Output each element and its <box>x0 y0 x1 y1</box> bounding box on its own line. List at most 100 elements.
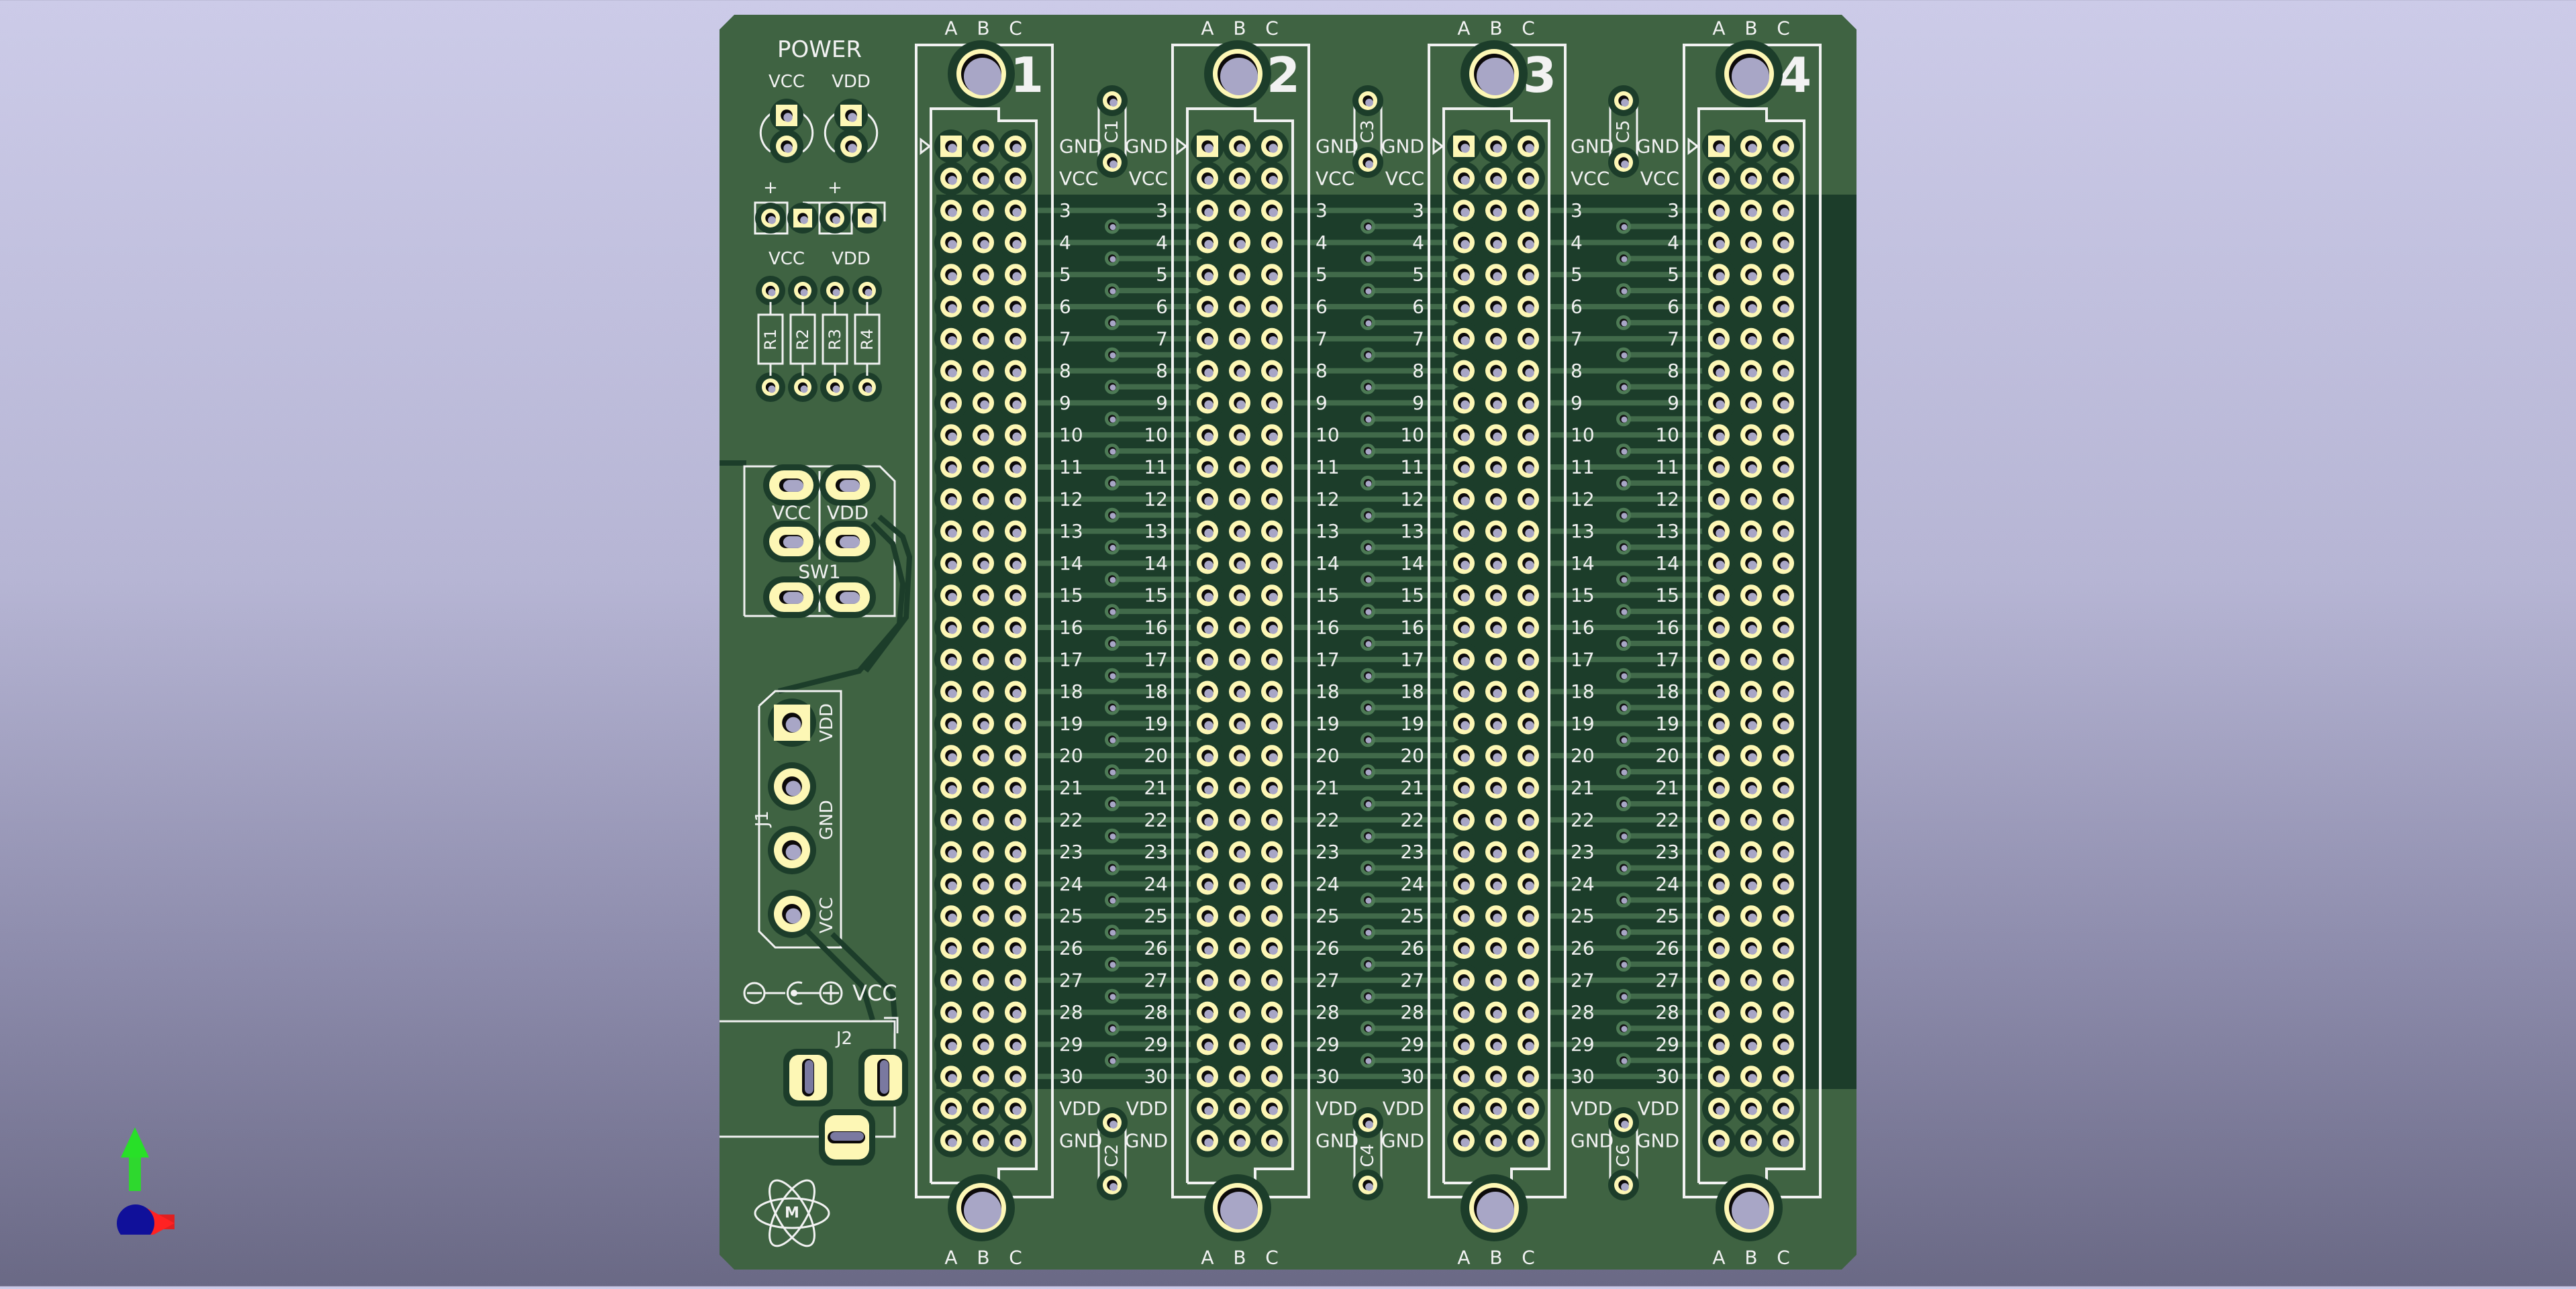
row-label: 16 <box>1144 617 1168 639</box>
round-pad <box>1767 995 1800 1029</box>
capacitor-C3[interactable]: C3 <box>1352 85 1383 178</box>
resistor-r1[interactable]: R1 <box>756 276 785 402</box>
round-pad <box>934 899 968 933</box>
round-pad <box>999 290 1032 323</box>
round-pad <box>967 418 1000 452</box>
round-pad <box>999 963 1032 997</box>
barrel-jack-j2[interactable]: J2 <box>720 1017 908 1166</box>
resistor-ref: R2 <box>793 329 812 350</box>
round-pad <box>1734 386 1768 420</box>
column-letter: A <box>1712 17 1725 40</box>
round-pad <box>1734 161 1768 195</box>
round-pad <box>934 674 968 709</box>
capacitor-C5[interactable]: C5 <box>1608 85 1639 178</box>
row-label: 5 <box>1667 264 1679 286</box>
row-label: 15 <box>1316 584 1340 607</box>
round-pad <box>1702 707 1736 741</box>
round-pad <box>1512 130 1545 163</box>
round-pad <box>1447 290 1481 323</box>
round-pad <box>934 450 968 484</box>
round-pad <box>1512 482 1545 516</box>
round-pad <box>1479 161 1513 195</box>
round-pad <box>1352 85 1383 116</box>
round-pad <box>1767 321 1800 356</box>
oval-pad <box>763 576 820 618</box>
column-number: 3 <box>1523 47 1556 103</box>
capacitor-C4[interactable]: C4 <box>1352 1107 1383 1200</box>
row-label: 22 <box>1059 809 1083 831</box>
row-label: 12 <box>1400 488 1424 510</box>
round-pad <box>934 161 968 195</box>
resistor-r2[interactable]: R2 <box>788 276 818 402</box>
round-pad <box>1734 418 1768 452</box>
round-pad <box>967 835 1000 869</box>
round-pad <box>1512 546 1545 580</box>
round-pad <box>1512 1123 1545 1157</box>
row-label: 27 <box>1571 969 1595 991</box>
led-vdd[interactable]: VDD <box>824 72 879 163</box>
row-label: 9 <box>1156 392 1168 414</box>
resistor-r3[interactable]: R3 <box>820 276 850 402</box>
row-label: VCC <box>1059 167 1098 189</box>
row-label: 4 <box>1156 231 1168 254</box>
round-pad <box>1191 193 1224 227</box>
round-pad <box>999 161 1032 195</box>
round-pad <box>1512 803 1545 837</box>
resistor-r4[interactable]: R4 <box>852 276 882 402</box>
row-label: 26 <box>1571 937 1595 960</box>
round-pad <box>1734 130 1768 163</box>
round-pad <box>999 835 1032 869</box>
row-label: VCC <box>1385 167 1424 189</box>
led-vcc[interactable]: VCC <box>759 72 814 163</box>
capacitor-C6[interactable]: C6 <box>1608 1107 1639 1200</box>
round-pad <box>1223 258 1256 292</box>
round-pad <box>1223 835 1256 869</box>
round-pad <box>1479 739 1513 773</box>
round-pad <box>999 1060 1032 1094</box>
round-pad <box>1447 611 1481 644</box>
round-pad <box>967 1027 1000 1062</box>
round-pad <box>999 931 1032 965</box>
round-pad <box>1702 867 1736 901</box>
round-pad <box>1447 867 1481 901</box>
switch-label: VDD <box>827 502 869 524</box>
row-label: 4 <box>1571 231 1583 254</box>
led-label: VDD <box>832 72 871 92</box>
round-pad <box>1512 611 1545 644</box>
round-pad <box>1767 514 1800 548</box>
round-pad <box>934 258 968 292</box>
round-pad <box>1447 739 1481 773</box>
logo-letter: M <box>785 1205 799 1222</box>
round-pad <box>820 276 850 305</box>
slot-pad <box>858 1049 908 1106</box>
round-pad <box>1479 771 1513 805</box>
capacitor-C1[interactable]: C1 <box>1097 85 1128 178</box>
round-pad <box>1447 1027 1481 1062</box>
row-label: 10 <box>1316 424 1340 446</box>
row-label: GND <box>1636 1129 1679 1151</box>
round-pad <box>1767 611 1800 644</box>
j1-pin-label: VDD <box>817 703 837 742</box>
round-pad <box>1097 1170 1128 1200</box>
row-label: 13 <box>1144 520 1168 542</box>
capacitor-C2[interactable]: C2 <box>1097 1107 1128 1200</box>
column-letter: C <box>1009 17 1022 40</box>
round-pad <box>820 372 850 402</box>
mounting-hole <box>948 1174 1015 1241</box>
round-pad <box>1512 418 1545 452</box>
row-label: 24 <box>1400 873 1424 895</box>
round-pad <box>967 931 1000 965</box>
row-label: 10 <box>1571 424 1595 446</box>
round-pad <box>1512 739 1545 773</box>
row-label: 6 <box>1571 296 1583 318</box>
capacitor-ref: C3 <box>1358 120 1378 144</box>
row-label: 15 <box>1655 584 1679 607</box>
